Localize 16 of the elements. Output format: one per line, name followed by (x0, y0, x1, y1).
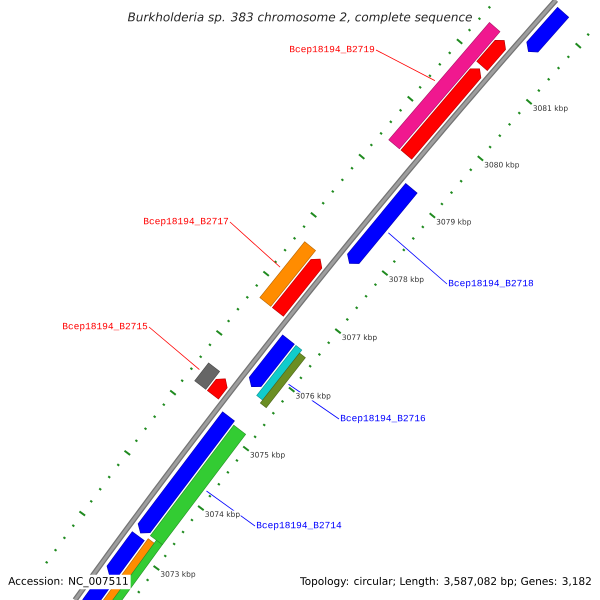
title: Burkholderia sp. 383 chromosome 2, complete sequence (126, 10, 474, 26)
gene-label: Bcep18194_B2718 (448, 280, 534, 288)
gene-label: Bcep18194_B2719 (290, 46, 374, 54)
leader-line (230, 222, 280, 268)
leader-line (148, 326, 200, 370)
summary-text: Topology: circular; Length: 3,587,082 bp; Genes: 3,182 (298, 574, 594, 590)
gene-label: Bcep18194_B2715 (63, 322, 148, 332)
accession-text: Accession: NC_007511 (6, 574, 131, 590)
leader-line (376, 50, 436, 82)
leader-line (206, 490, 256, 526)
gene-label: Bcep18194_B2717 (144, 218, 228, 226)
gene-label: Bcep18194_B2716 (340, 414, 426, 424)
leader-line (388, 232, 448, 284)
gene-feature (388, 22, 500, 150)
gene-feature (194, 362, 220, 390)
gene-label: Bcep18194_B2714 (256, 522, 342, 530)
